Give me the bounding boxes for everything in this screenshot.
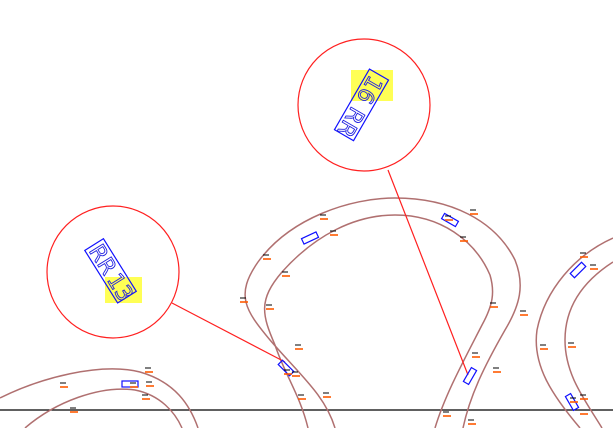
car-marker (569, 261, 587, 279)
track-marker (263, 254, 271, 260)
track-marker (590, 264, 598, 270)
track-marker (130, 382, 138, 388)
track-marker (493, 367, 501, 373)
track-marker (460, 236, 468, 242)
track-marker (284, 369, 292, 375)
callout-13[interactable]: RR 13 (46, 205, 180, 339)
track-marker (472, 352, 480, 358)
track-left-inner (24, 388, 183, 428)
car-marker (300, 231, 320, 245)
track-right-inner (564, 261, 613, 428)
callout-leader-13 (171, 302, 286, 363)
track-marker (540, 344, 548, 350)
track-marker (282, 271, 290, 277)
track-marker (580, 252, 588, 258)
car-marker (462, 366, 478, 386)
track-marker (490, 302, 498, 308)
track-marker (568, 342, 576, 348)
track-marker (323, 392, 331, 398)
track-marker (443, 411, 451, 417)
track-marker (60, 382, 68, 388)
car-marker (440, 212, 460, 228)
track-marker (468, 419, 476, 425)
track-marker (146, 381, 154, 387)
track-marker (145, 367, 153, 373)
car-markers (121, 212, 587, 412)
track-marker (142, 394, 150, 400)
track-left-outer (0, 368, 199, 428)
car-marker (121, 380, 139, 388)
track-markers (60, 209, 598, 425)
track-marker (266, 304, 274, 310)
callout-leader-16 (387, 169, 469, 376)
track-marker (520, 310, 528, 316)
track-marker (470, 209, 478, 215)
track-marker (320, 214, 328, 220)
track-marker (240, 297, 248, 303)
track-marker (580, 409, 588, 415)
track-marker (580, 394, 588, 400)
callout-prefix: RR (332, 102, 369, 141)
track-marker (330, 230, 338, 236)
track-marker (445, 215, 453, 221)
callout-16[interactable]: RR 16 (297, 38, 431, 172)
track-marker (570, 397, 578, 403)
car-marker (564, 392, 580, 412)
track-marker (292, 371, 300, 377)
track-middle-inner (263, 214, 494, 428)
track-marker (295, 344, 303, 350)
track-middle-outer (244, 197, 521, 428)
track-marker (70, 407, 78, 413)
track-marker (298, 394, 306, 400)
